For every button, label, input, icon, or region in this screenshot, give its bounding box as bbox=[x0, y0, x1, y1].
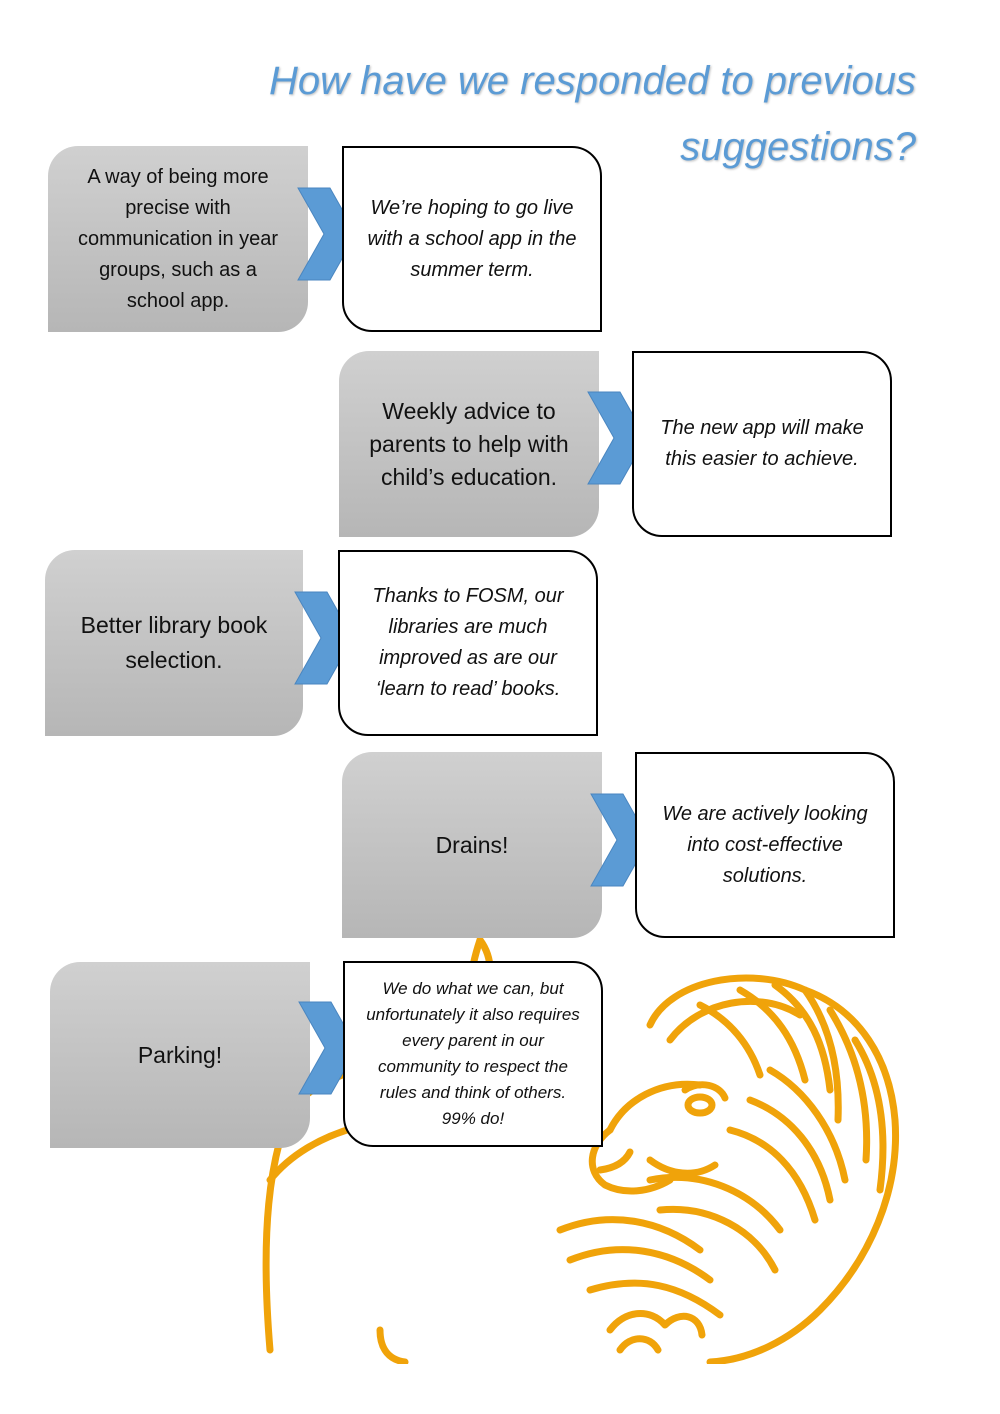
chevron-right-icon bbox=[297, 187, 357, 281]
response-box: The new app will make this easier to ach… bbox=[632, 351, 892, 537]
suggestion-box: A way of being more precise with communi… bbox=[48, 146, 308, 332]
suggestion-text: Better library book selection. bbox=[80, 612, 268, 673]
suggestion-box: Parking! bbox=[50, 962, 310, 1148]
suggestion-text: Drains! bbox=[435, 831, 509, 858]
chevron-right-icon bbox=[298, 1001, 358, 1095]
response-text: We are actively looking into cost-effect… bbox=[662, 802, 868, 887]
suggestion-text: Weekly advice to parents to help with ch… bbox=[369, 397, 569, 490]
lion-illustration bbox=[262, 936, 900, 1364]
suggestion-box: Drains! bbox=[342, 752, 602, 938]
suggestion-text: Parking! bbox=[137, 1041, 223, 1068]
suggestion-box: Better library book selection. bbox=[45, 550, 303, 736]
response-box: Thanks to FOSM, our libraries are much i… bbox=[338, 550, 598, 736]
chevron-right-icon bbox=[590, 793, 650, 887]
response-box: We’re hoping to go live with a school ap… bbox=[342, 146, 602, 332]
response-box: We are actively looking into cost-effect… bbox=[635, 752, 895, 938]
suggestion-box: Weekly advice to parents to help with ch… bbox=[339, 351, 599, 537]
response-box: We do what we can, but unfortunately it … bbox=[343, 961, 603, 1147]
page-title: How have we responded to previous sugges… bbox=[268, 59, 916, 169]
response-text: Thanks to FOSM, our libraries are much i… bbox=[372, 585, 564, 700]
response-text: We do what we can, but unfortunately it … bbox=[366, 979, 580, 1128]
suggestion-text: A way of being more precise with communi… bbox=[77, 165, 279, 312]
response-text: The new app will make this easier to ach… bbox=[660, 417, 864, 470]
chevron-right-icon bbox=[587, 391, 647, 485]
response-text: We’re hoping to go live with a school ap… bbox=[367, 196, 577, 281]
